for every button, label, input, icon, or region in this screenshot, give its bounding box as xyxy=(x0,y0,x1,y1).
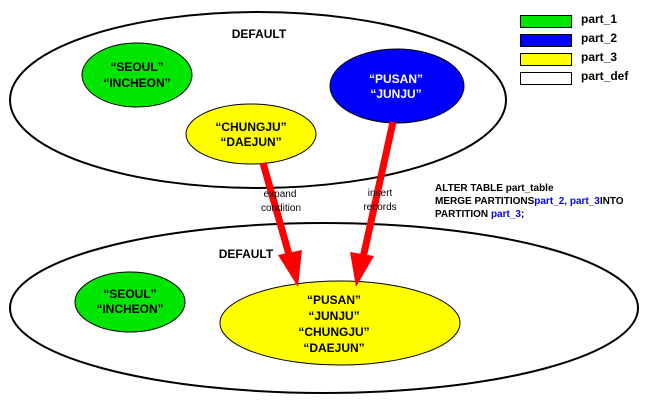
bottom-part1-line2: “INCHEON” xyxy=(96,302,163,316)
bottom-part1-line1: “SEOUL” xyxy=(103,287,156,301)
top-part2-ellipse xyxy=(329,48,465,124)
sql-into-keyword: INTO xyxy=(599,196,624,207)
sql-line-1: ALTER TABLE part_table xyxy=(435,183,554,194)
insert-label-line2: records xyxy=(363,202,396,213)
bottom-merged-line3: “CHUNGJU” xyxy=(298,325,369,339)
expand-condition-arrow xyxy=(259,162,302,287)
expand-label-line2: condition xyxy=(261,203,301,214)
legend-swatch-partdef xyxy=(520,72,572,85)
expand-label-line1: expand xyxy=(264,189,297,200)
sql-source-partitions: part_2, part_3 xyxy=(534,196,600,207)
legend-swatch-part1 xyxy=(520,15,572,28)
insert-records-arrow xyxy=(350,121,397,287)
bottom-merged-part3-ellipse xyxy=(219,280,461,366)
legend-label-part2: part_2 xyxy=(581,31,618,45)
legend-label-part3: part_3 xyxy=(581,50,618,64)
sql-target-partition: part_3 xyxy=(490,209,521,220)
sql-line-2: MERGE PARTITIONSpart_2, part_3INTO xyxy=(435,195,624,208)
top-part2-line1: “PUSAN” xyxy=(369,72,423,86)
sql-line-3: PARTITION part_3; xyxy=(435,208,624,221)
sql-partition-keyword: PARTITION xyxy=(435,209,491,220)
top-part3-line2: “DAEJUN” xyxy=(220,135,281,149)
top-part1-line1: “SEOUL” xyxy=(110,60,163,74)
legend-label-part1: part_1 xyxy=(581,12,618,26)
bottom-part1-ellipse xyxy=(74,271,186,333)
top-default-title: DEFAULT xyxy=(232,27,287,41)
sql-statement: ALTER TABLE part_table MERGE PARTITIONSp… xyxy=(435,182,624,221)
top-part3-line1: “CHUNGJU” xyxy=(215,120,286,134)
top-part1-ellipse xyxy=(81,42,193,108)
sql-terminator: ; xyxy=(520,209,525,220)
top-part1-line2: “INCHEON” xyxy=(103,76,170,90)
legend-swatch-part2 xyxy=(520,34,572,47)
bottom-default-title: DEFAULT xyxy=(219,247,274,261)
insert-label-line1: insert xyxy=(368,188,393,199)
legend-swatch-part3 xyxy=(520,53,572,66)
bottom-merged-line1: “PUSAN” xyxy=(307,293,361,307)
top-part3-ellipse xyxy=(185,103,317,165)
legend-label-partdef: part_def xyxy=(581,69,629,83)
top-part2-line2: “JUNJU” xyxy=(370,87,421,101)
bottom-merged-line2: “JUNJU” xyxy=(308,309,359,323)
sql-merge-keyword: MERGE PARTITIONS xyxy=(435,196,535,207)
bottom-merged-line4: “DAEJUN” xyxy=(303,341,364,355)
